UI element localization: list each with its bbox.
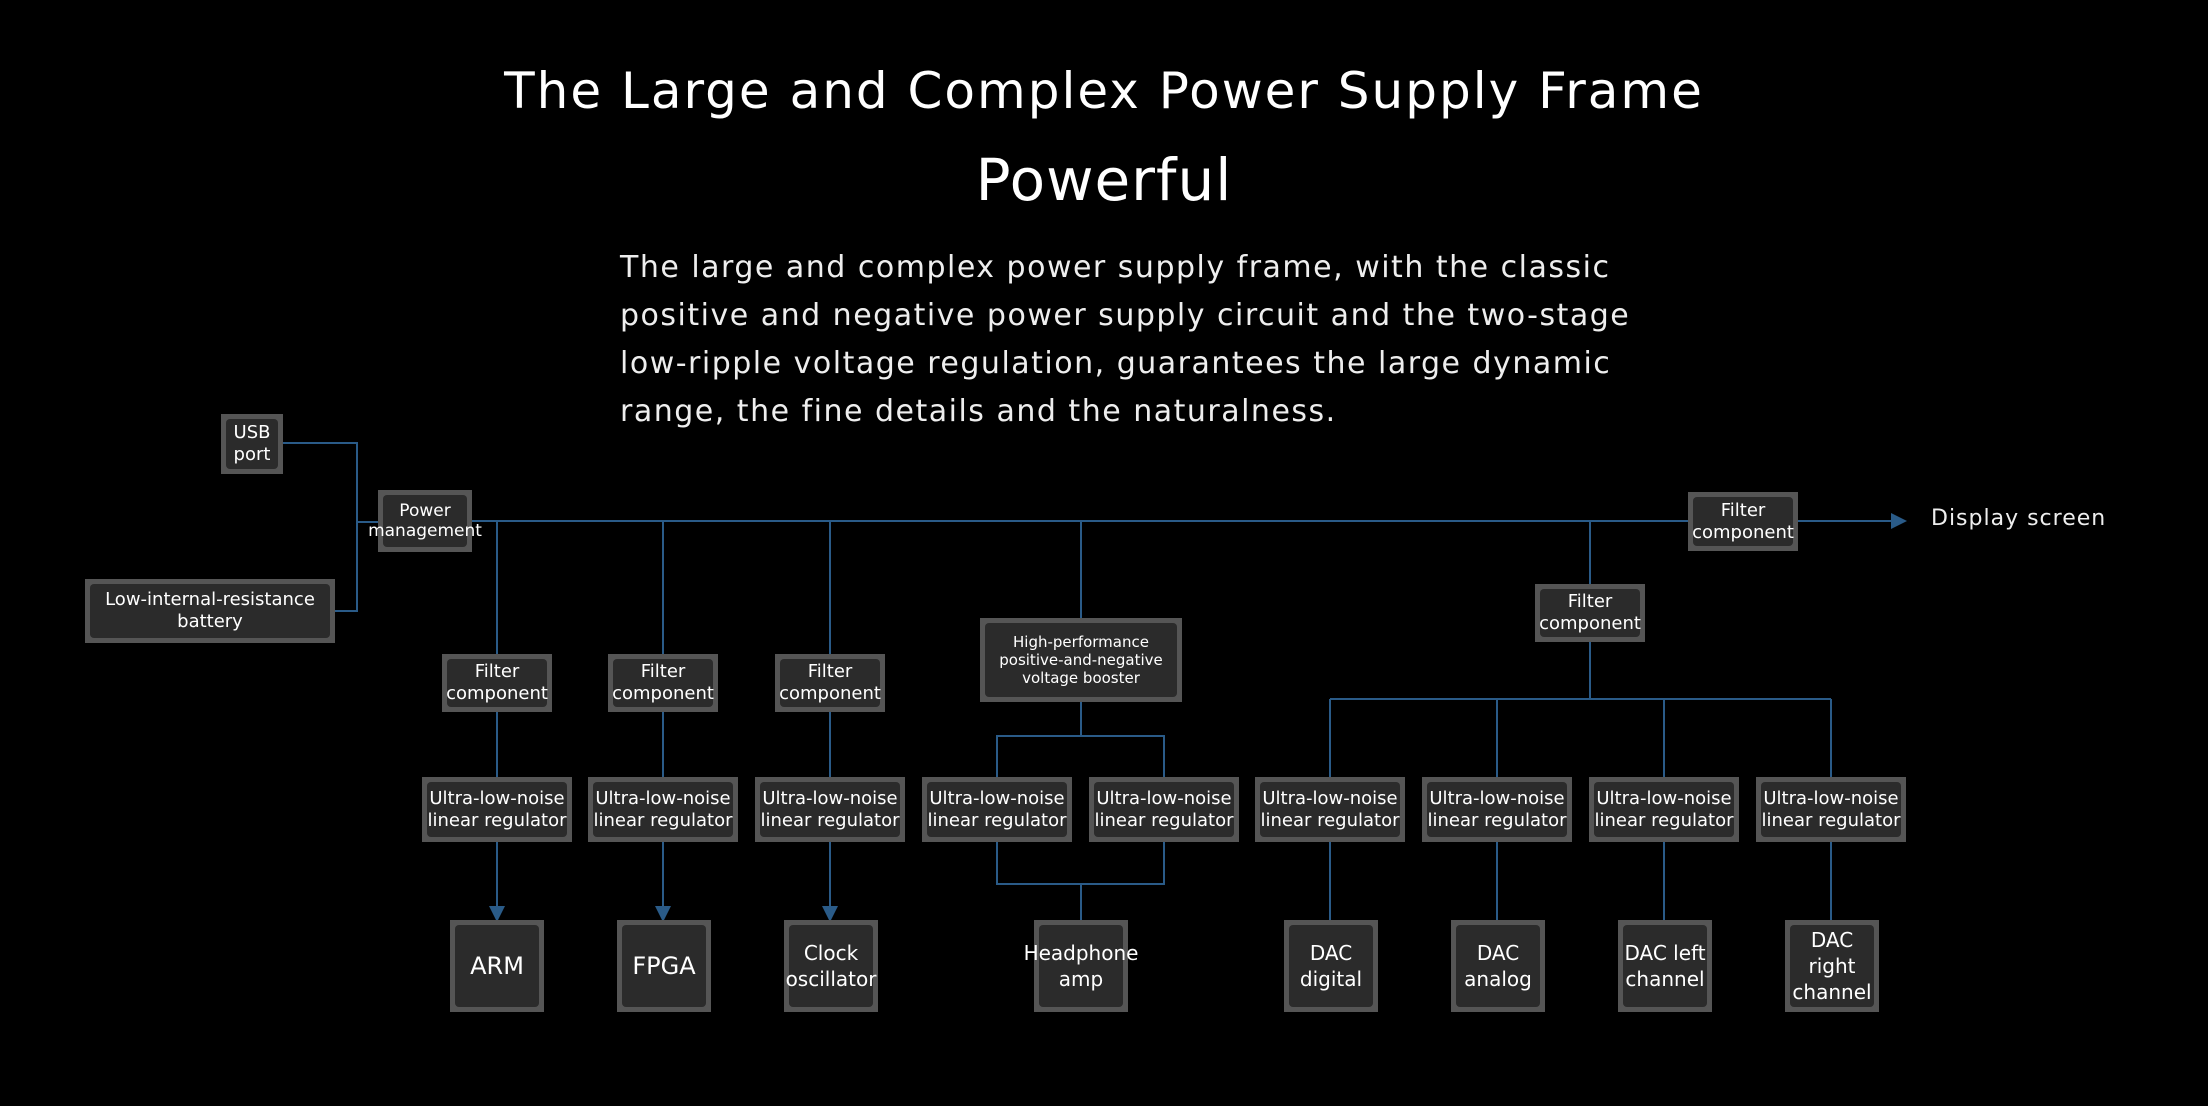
power-management-label: Power management xyxy=(368,495,482,547)
usb-port-block: USB port xyxy=(221,414,283,474)
description-line: range, the fine details and the naturaln… xyxy=(620,394,1337,429)
battery-block: Low-internal-resistance battery xyxy=(85,579,335,643)
filter-component-label: Filter component xyxy=(1539,589,1641,637)
regulator-label: Ultra-low-noise linear regulator xyxy=(760,782,900,837)
regulator-label: Ultra-low-noise linear regulator xyxy=(1427,782,1567,837)
booster-merge xyxy=(996,842,1165,920)
target-arm-label: ARM xyxy=(455,925,539,1007)
target-dac-left: DAC left channel xyxy=(1618,920,1712,1012)
target-headphone: Headphone amp xyxy=(1024,920,1138,1012)
regulator-clock: Ultra-low-noise linear regulator xyxy=(755,777,905,842)
regulator-label: Ultra-low-noise linear regulator xyxy=(1594,782,1734,837)
battery-label: Low-internal-resistance battery xyxy=(90,584,330,638)
usb-port-label: USB port xyxy=(226,419,278,469)
regulator-dac-digital: Ultra-low-noise linear regulator xyxy=(1255,777,1405,842)
regulator-label: Ultra-low-noise linear regulator xyxy=(1260,782,1400,837)
dac-bus xyxy=(1330,642,1831,700)
target-dac-digital: DAC digital xyxy=(1284,920,1378,1012)
target-fpga-label: FPGA xyxy=(622,925,706,1007)
target-dac-right: DAC right channel xyxy=(1785,920,1879,1012)
regulator-label: Ultra-low-noise linear regulator xyxy=(927,782,1067,837)
voltage-booster-block: High-performance positive-and-negative v… xyxy=(980,618,1182,702)
target-clock-label: Clock oscillator xyxy=(786,925,876,1007)
filter-component-label: Filter component xyxy=(446,659,548,707)
filter-component-label: Filter component xyxy=(612,659,714,707)
regulator-dac-left: Ultra-low-noise linear regulator xyxy=(1589,777,1739,842)
filter-component-label: Filter component xyxy=(1692,497,1794,546)
regulator-arm: Ultra-low-noise linear regulator xyxy=(422,777,572,842)
page-subtitle: Powerful xyxy=(975,146,1233,214)
regulator-dac-analog: Ultra-low-noise linear regulator xyxy=(1422,777,1572,842)
filter-component-display: Filter component xyxy=(1688,492,1798,551)
target-dac-analog: DAC analog xyxy=(1451,920,1545,1012)
target-clock: Clock oscillator xyxy=(784,920,878,1012)
description-line: The large and complex power supply frame… xyxy=(620,250,1611,285)
target-dac-left-label: DAC left channel xyxy=(1623,925,1707,1007)
filter-component-fpga: Filter component xyxy=(608,654,718,712)
display-screen-label: Display screen xyxy=(1931,506,2107,531)
regulator-label: Ultra-low-noise linear regulator xyxy=(1094,782,1234,837)
regulator-label: Ultra-low-noise linear regulator xyxy=(427,782,567,837)
description-line: positive and negative power supply circu… xyxy=(620,298,1631,333)
target-fpga: FPGA xyxy=(617,920,711,1012)
regulator-label: Ultra-low-noise linear regulator xyxy=(593,782,733,837)
filter-component-label: Filter component xyxy=(779,659,881,707)
usb-wire xyxy=(279,442,358,612)
voltage-booster-label: High-performance positive-and-negative v… xyxy=(985,623,1177,697)
regulator-label: Ultra-low-noise linear regulator xyxy=(1761,782,1901,837)
regulator-dac-right: Ultra-low-noise linear regulator xyxy=(1756,777,1906,842)
filter-component-dac: Filter component xyxy=(1535,584,1645,642)
page-title: The Large and Complex Power Supply Frame xyxy=(504,62,1704,120)
target-dac-analog-label: DAC analog xyxy=(1456,925,1540,1007)
target-dac-digital-label: DAC digital xyxy=(1289,925,1373,1007)
description-line: low-ripple voltage regulation, guarantee… xyxy=(620,346,1612,381)
regulator-headphone-right: Ultra-low-noise linear regulator xyxy=(1089,777,1239,842)
target-arm: ARM xyxy=(450,920,544,1012)
filter-component-arm: Filter component xyxy=(442,654,552,712)
booster-split xyxy=(996,702,1165,777)
target-dac-right-label: DAC right channel xyxy=(1790,925,1874,1007)
regulator-fpga: Ultra-low-noise linear regulator xyxy=(588,777,738,842)
description: The large and complex power supply frame… xyxy=(620,244,1631,436)
target-headphone-label: Headphone amp xyxy=(1024,925,1138,1007)
regulator-headphone-left: Ultra-low-noise linear regulator xyxy=(922,777,1072,842)
filter-component-clock: Filter component xyxy=(775,654,885,712)
power-management-block: Power management xyxy=(368,490,482,552)
